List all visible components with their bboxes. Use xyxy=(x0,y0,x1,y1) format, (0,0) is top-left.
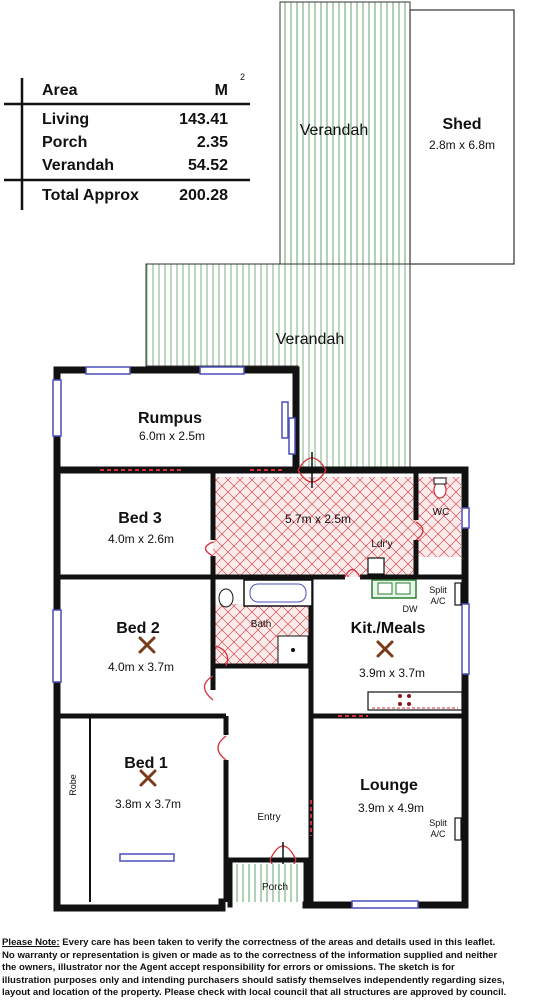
split-ac-unit xyxy=(454,582,462,606)
door-swing xyxy=(344,568,361,578)
bed2-label: Bed 2 xyxy=(116,620,160,637)
split-ac-lounge-line1: Split xyxy=(429,818,447,828)
verandah-side-label: Verandah xyxy=(276,331,345,348)
door-swing xyxy=(203,675,214,701)
shed-size: 2.8m x 6.8m xyxy=(429,138,495,152)
window xyxy=(288,417,296,455)
window xyxy=(52,379,62,437)
lounge-size: 3.9m x 4.9m xyxy=(358,801,424,815)
cooktop-burner-icon xyxy=(398,694,402,698)
window xyxy=(281,401,289,439)
window xyxy=(85,366,131,375)
robe-label: Robe xyxy=(68,774,78,796)
laundry-label: Ldr'y xyxy=(371,539,392,550)
windows xyxy=(52,366,470,909)
door-swing xyxy=(217,735,227,761)
rumpus-label: Rumpus xyxy=(138,410,202,427)
area-row-label: Porch xyxy=(42,134,87,151)
cooktop-burner-icon xyxy=(407,702,411,706)
ceiling-fan-icon xyxy=(139,769,157,787)
area-row-value: 54.52 xyxy=(188,157,228,174)
kitchen-size: 3.9m x 3.7m xyxy=(359,666,425,680)
room-labels: Rumpus 6.0m x 2.5m Bed 3 4.0m x 2.6m 5.7… xyxy=(68,410,449,893)
ceiling-fans xyxy=(138,636,394,787)
window xyxy=(461,507,470,529)
verandah-top-label: Verandah xyxy=(300,122,369,139)
cooktop-burner-icon xyxy=(398,702,402,706)
split-ac-lounge-line2: A/C xyxy=(430,829,446,839)
cooktop-bench xyxy=(367,691,463,711)
cooktop-burner-icon xyxy=(407,694,411,698)
bath-label: Bath xyxy=(251,619,272,630)
rumpus-size: 6.0m x 2.5m xyxy=(139,429,205,443)
wc-label: WC xyxy=(433,507,450,518)
area-total-label: Total Approx xyxy=(42,187,139,204)
hall-tiles xyxy=(213,477,416,577)
bathtub-basin xyxy=(249,583,307,603)
area-table: Area M 2 Living 143.41 Porch 2.35 Verand… xyxy=(4,72,250,210)
entry-label: Entry xyxy=(257,812,280,823)
disclaimer-line-3: the owners, illustrator nor the Agent ac… xyxy=(2,962,455,974)
area-unit-superscript: 2 xyxy=(240,72,245,82)
shed-outline xyxy=(409,9,515,265)
interior-walls xyxy=(57,470,465,905)
disclaimer-line: Please Note: Every care has been taken t… xyxy=(2,937,555,950)
area-header: Area xyxy=(42,82,78,99)
verandah-top: Verandah xyxy=(279,1,411,265)
shed: Shed 2.8m x 6.8m xyxy=(409,9,515,265)
fixtures xyxy=(218,477,463,841)
porch-area xyxy=(234,864,302,902)
shed-label: Shed xyxy=(442,116,481,133)
openings xyxy=(100,469,368,836)
disclaimer-line-5: layout and location of the property. Ple… xyxy=(2,987,507,999)
sink-bowl xyxy=(395,582,411,595)
laundry-trough-icon xyxy=(367,557,385,575)
bed2-size: 4.0m x 3.7m xyxy=(108,660,174,674)
area-row-value: 143.41 xyxy=(179,111,228,128)
area-unit: M xyxy=(215,82,228,99)
bed3-label: Bed 3 xyxy=(118,510,162,527)
split-ac-kitchen-line2: A/C xyxy=(430,596,446,606)
verandah-side: Verandah xyxy=(145,263,411,468)
disclaimer-line-2: No warranty or representation is given o… xyxy=(2,949,498,961)
kitchen-label: Kit./Meals xyxy=(351,620,426,637)
window xyxy=(351,900,419,909)
split-ac-kitchen-line1: Split xyxy=(429,585,447,595)
door-swing xyxy=(204,541,214,557)
lounge-label: Lounge xyxy=(360,777,418,794)
area-row-label: Living xyxy=(42,111,89,128)
area-total-value: 200.28 xyxy=(179,187,228,204)
hall-size: 5.7m x 2.5m xyxy=(285,512,351,526)
door-swing xyxy=(215,645,229,667)
area-row-label: Verandah xyxy=(42,157,114,174)
window xyxy=(461,603,470,675)
door-swing xyxy=(415,521,424,541)
dw-label: DW xyxy=(403,604,418,614)
bed1-label: Bed 1 xyxy=(124,755,168,772)
area-row-value: 2.35 xyxy=(197,134,228,151)
ceiling-fan-icon xyxy=(376,640,394,658)
window xyxy=(119,853,175,862)
disclaimer: Please Note: Every care has been taken t… xyxy=(2,937,555,1000)
basin-icon xyxy=(218,588,234,608)
ceiling-fan-icon xyxy=(138,636,156,654)
bed3-size: 4.0m x 2.6m xyxy=(108,532,174,546)
window xyxy=(199,366,245,375)
disclaimer-heading: Please Note: xyxy=(2,937,60,948)
disclaimer-line-4: illustration purposes only and intending… xyxy=(2,974,505,986)
shower-drain xyxy=(291,648,295,652)
verandah-top-area xyxy=(279,1,411,265)
wall-porch xyxy=(227,857,309,908)
sink-bowl xyxy=(377,582,393,595)
window xyxy=(52,609,62,683)
bed1-size: 3.8m x 3.7m xyxy=(115,797,181,811)
disclaimer-line-1: Every care has been taken to verify the … xyxy=(59,937,496,948)
porch-label: Porch xyxy=(262,882,288,893)
split-ac-unit xyxy=(454,817,462,841)
toilet-cistern xyxy=(433,477,447,485)
